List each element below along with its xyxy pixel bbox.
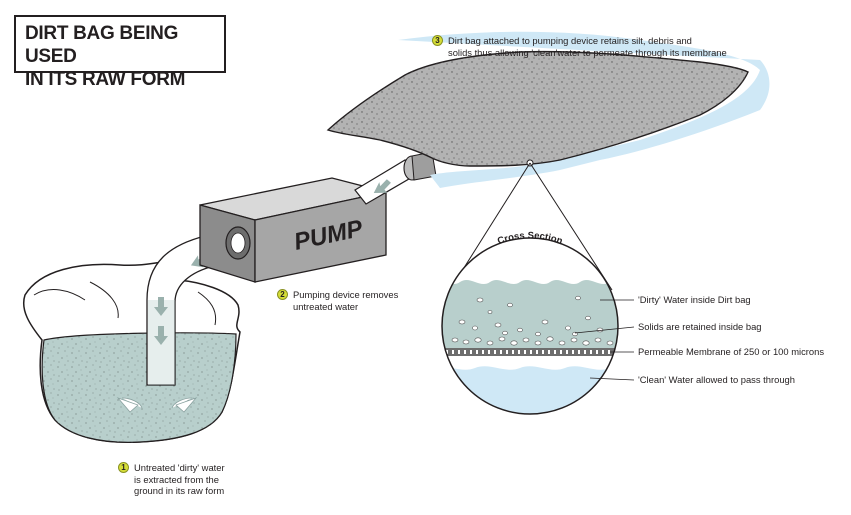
suction-arrow-right	[171, 397, 198, 413]
leader-clean-water	[589, 377, 635, 381]
section-dirty-water	[442, 280, 618, 350]
title-line-2: IN ITS RAW FORM	[25, 69, 186, 90]
dirt-bag	[326, 31, 770, 291]
step-3: 3 Dirt bag attached to pumping device re…	[432, 35, 727, 58]
flow-arrow-up-2	[154, 297, 168, 316]
step-1: 1 Untreated 'dirty' water is extracted f…	[118, 462, 225, 497]
title-line-1: DIRT BAG BEING USED	[25, 23, 179, 67]
section-solids	[451, 295, 614, 346]
step-1-badge: 1	[118, 462, 129, 473]
callout-clean-water: 'Clean' Water allowed to pass through	[638, 374, 795, 385]
title-box: DIRT BAG BEING USED IN ITS RAW FORM	[14, 15, 226, 90]
section-clean-water	[442, 366, 618, 414]
step-3-text: Dirt bag attached to pumping device reta…	[448, 35, 727, 58]
cross-section-label-text: Cross Section	[496, 230, 564, 247]
step-3-badge: 3	[432, 35, 443, 46]
outlet-pipe	[354, 151, 437, 205]
sack-speckle	[42, 332, 236, 443]
clean-water-puddle	[398, 31, 770, 188]
flow-arrow-outlet	[373, 179, 391, 194]
sack-folds	[33, 281, 217, 326]
step-1-text: Untreated 'dirty' water is extracted fro…	[134, 462, 225, 496]
bag-speckle	[328, 51, 748, 166]
suction-arrow-left	[116, 397, 143, 413]
step-2: 2 Pumping device removes untreated water	[277, 289, 398, 312]
cross-section-label: Cross Section	[496, 230, 564, 247]
flow-arrow-up-1	[154, 326, 168, 345]
cross-section-outline	[441, 237, 619, 415]
callout-dirty-water: 'Dirty' Water inside Dirt bag	[638, 294, 751, 305]
ground-sack	[23, 260, 241, 444]
callout-membrane: Permeable Membrane of 250 or 100 microns	[638, 346, 825, 357]
callout-leaders	[574, 299, 635, 381]
callout-solids: Solids are retained inside bag	[638, 321, 762, 332]
leader-solids	[574, 326, 635, 334]
step-2-text: Pumping device removes untreated water	[293, 289, 399, 312]
step-2-badge: 2	[277, 289, 288, 300]
pump-front	[254, 191, 387, 283]
pump-box	[199, 177, 387, 283]
membrane-pores	[446, 350, 616, 354]
pump-inlet-opening	[230, 232, 246, 254]
